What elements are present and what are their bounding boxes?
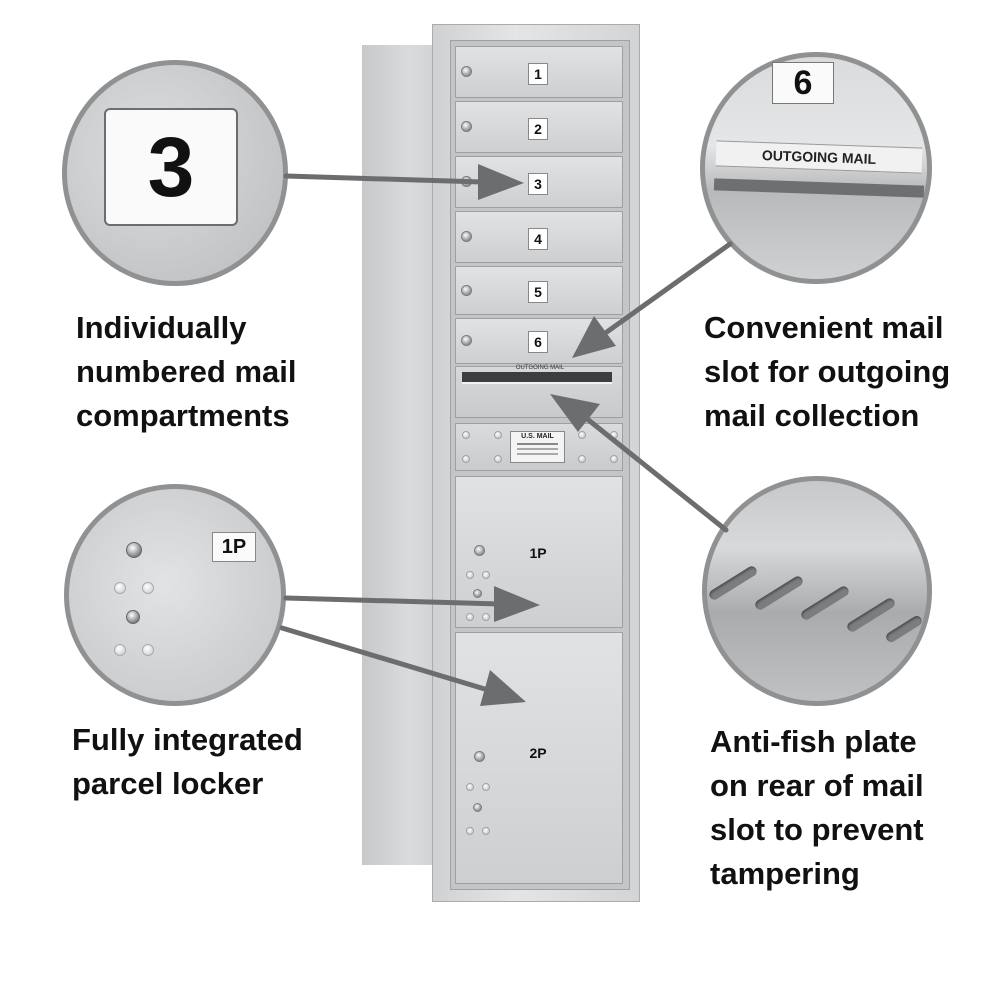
lock-icon [461,66,472,77]
rivet [466,827,474,835]
caption-line: slot to prevent [710,812,924,847]
caption-line: tampering [710,856,860,891]
arrow-line [583,415,729,533]
zoomed-number-card: 3 [104,108,238,226]
caption-line: mail collection [704,398,920,433]
compartment-door-2: 2 [455,101,623,153]
compartment-number: 6 [528,331,548,353]
compartment-door-5: 5 [455,266,623,315]
caption-line: slot for outgoing [704,354,951,389]
compartment-door-4: 4 [455,211,623,263]
arrow-line [283,173,485,185]
caption-parcel-locker: Fully integrated parcel locker [72,718,303,806]
zoom-circle-parcel-locker [64,484,286,706]
lock-icon [474,545,485,556]
compartment-door-1: 1 [455,46,623,98]
rivet [114,644,126,656]
parcel-locker-number: 1P [529,545,547,561]
rivet [494,431,502,439]
lock-icon [126,542,142,558]
compartment-number: 2 [528,118,548,140]
lock-icon [461,335,472,346]
usmail-label: U.S. MAIL [521,433,554,440]
rivet [466,571,474,579]
arrow-line [601,241,733,337]
rivet [114,582,126,594]
compartment-number: 1 [528,63,548,85]
lock-icon [473,589,482,598]
zoom-circle-anti-fish-plate [702,476,932,706]
compartment-number: 3 [528,173,548,195]
arrow-line [279,625,491,693]
compartment-number: 5 [528,281,548,303]
rivet [482,827,490,835]
lock-icon [461,285,472,296]
rivet [578,455,586,463]
parcel-locker-number: 2P [529,745,547,761]
rivet [610,455,618,463]
rivet [466,613,474,621]
arrow-head-icon [480,670,526,706]
rivet [142,582,154,594]
caption-line: Individually [76,310,247,345]
arrow-head-icon [550,394,600,432]
rivet [482,783,490,791]
arrow-line [283,595,503,607]
zoom-circle-compartment-number [62,60,288,286]
arrow-head-icon [494,586,540,622]
rivet [142,644,154,656]
lock-icon [461,231,472,242]
caption-line: Convenient mail [704,310,944,345]
lock-icon [473,803,482,812]
caption-line: numbered mail [76,354,297,389]
lock-icon [474,751,485,762]
compartment-number: 4 [528,228,548,250]
lock-icon [461,121,472,132]
rivet [578,431,586,439]
lock-icon [126,610,140,624]
rivet [466,783,474,791]
rivet [482,613,490,621]
usmail-plate: U.S. MAIL [510,431,565,463]
caption-line: on rear of mail [710,768,924,803]
caption-anti-fish-plate: Anti-fish plate on rear of mail slot to … [710,720,924,896]
caption-line: compartments [76,398,290,433]
caption-numbered-compartments: Individually numbered mail compartments [76,306,297,438]
arrow-head-icon [478,164,524,200]
caption-line: parcel locker [72,766,264,801]
arrow-head-icon [572,316,616,358]
caption-line: Anti-fish plate [710,724,917,759]
outgoing-mail-label: OUTGOING MAIL [515,365,565,371]
rivet [482,571,490,579]
zoomed-number-card: 6 [772,62,834,104]
outgoing-mail-slot [462,372,612,384]
rivet [494,455,502,463]
rivet [462,455,470,463]
caption-line: Fully integrated [72,722,303,757]
zoomed-locker-label: 1P [212,532,256,562]
rivet [462,431,470,439]
parcel-locker-2p: 2P [455,632,623,884]
caption-outgoing-slot: Convenient mail slot for outgoing mail c… [704,306,950,438]
